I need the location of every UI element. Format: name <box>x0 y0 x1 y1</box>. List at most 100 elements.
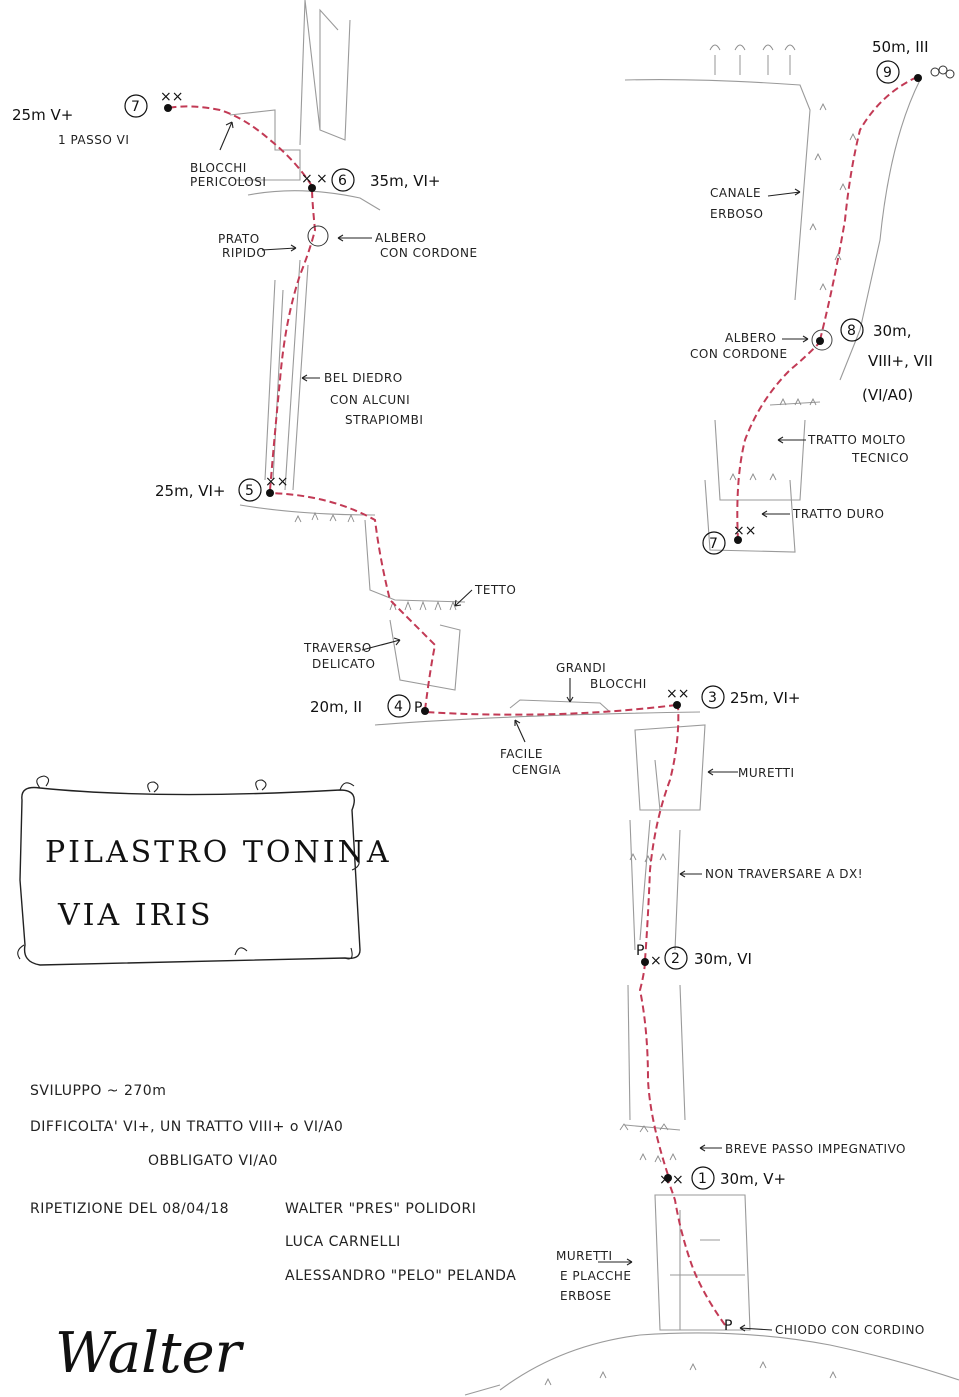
belay-number-5: 5 <box>245 483 254 499</box>
note-tratto-duro: TRATTO DURO <box>792 507 884 521</box>
belay-label-2: 30m, VI <box>694 950 752 968</box>
belay-label-8: 30m, <box>873 322 911 340</box>
bolt-mark: ×× <box>265 474 288 490</box>
note-diedro-3: STRAPIOMBI <box>345 413 423 427</box>
note-albero-top-2: CON CORDONE <box>380 246 478 260</box>
bolt-mark: × <box>650 953 662 969</box>
bolt-mark: × <box>659 1172 671 1188</box>
belay-number-6: 6 <box>338 173 347 189</box>
note-prato-2: RIPIDO <box>222 246 266 260</box>
belay-number-7b: 7 <box>709 536 718 552</box>
belay-label-3: 25m, VI+ <box>730 689 801 707</box>
author-signature: Walter <box>55 1321 245 1386</box>
note-chiodo: CHIODO CON CORDINO <box>775 1323 925 1337</box>
note-albero-top-1: ALBERO <box>375 231 427 245</box>
belay-number-8: 8 <box>847 323 856 339</box>
note-blocchi-1: BLOCCHI <box>190 161 247 175</box>
info-climber-2: LUCA CARNELLI <box>285 1234 401 1250</box>
bolt-mark: ×× <box>160 89 183 105</box>
route-info: SVILUPPO ~ 270m DIFFICOLTA' VI+, UN TRAT… <box>30 1083 516 1284</box>
note-muretti-placche-3: ERBOSE <box>560 1289 612 1303</box>
belay-markers: × × 1 30m, V+ P × 2 30m, VI ×× 3 25m, VI… <box>12 38 955 1334</box>
note-breve-passo: BREVE PASSO IMPEGNATIVO <box>725 1142 906 1156</box>
info-obbligato: OBBLIGATO VI/A0 <box>148 1153 278 1169</box>
belay-number-2: 2 <box>671 951 680 967</box>
belay-circle-5 <box>238 478 262 502</box>
belay-circle-6 <box>331 168 355 192</box>
belay-dot-1 <box>664 1174 672 1182</box>
note-grandi-1: GRANDI <box>556 661 606 675</box>
rock-outlines <box>229 0 959 1396</box>
tree-ring <box>811 329 833 351</box>
belay-circle-8 <box>840 318 864 342</box>
belay-sub-8: VIII+, VII <box>868 352 933 370</box>
note-prato-1: PRATO <box>218 232 260 246</box>
belay-circle-7 <box>124 94 148 118</box>
title-box: PILASTRO TONINA VIA IRIS <box>17 775 392 966</box>
note-non-traversare: NON TRAVERSARE A DX! <box>705 867 863 881</box>
note-diedro-2: CON ALCUNI <box>330 393 410 407</box>
belay-label-9: 50m, III <box>872 38 929 56</box>
piton-mark: P <box>414 700 422 716</box>
belay-dot-4 <box>421 707 429 715</box>
note-canale-2: ERBOSO <box>710 207 763 221</box>
belay-circle-3 <box>701 685 725 709</box>
note-tecnico-1: TRATTO MOLTO <box>807 433 906 447</box>
belay-dot-3 <box>673 701 681 709</box>
info-climber-3: ALESSANDRO "PELO" PELANDA <box>285 1268 516 1284</box>
belay-circle-9 <box>876 60 900 84</box>
info-sviluppo: SVILUPPO ~ 270m <box>30 1083 166 1099</box>
note-blocchi-2: PERICOLOSI <box>190 175 266 189</box>
info-climber-1: WALTER "PRES" POLIDORI <box>285 1201 476 1217</box>
belay-number-1: 1 <box>698 1171 707 1187</box>
note-canale-1: CANALE <box>710 186 761 200</box>
bolt-mark: × <box>316 171 328 187</box>
belay-label-4: 20m, II <box>310 698 362 716</box>
note-diedro-1: BEL DIEDRO <box>324 371 403 385</box>
belay-label-5: 25m, VI+ <box>155 482 226 500</box>
note-grandi-2: BLOCCHI <box>590 677 647 691</box>
note-cengia-2: CENGIA <box>512 763 561 777</box>
bolt-mark: × <box>301 171 313 187</box>
route-notes: BLOCCHI PERICOLOSI PRATO RIPIDO ALBERO C… <box>190 121 925 1337</box>
belay-circle-1 <box>691 1166 715 1190</box>
grass-tufts <box>294 44 857 1386</box>
note-tecnico-2: TECNICO <box>851 451 909 465</box>
note-traverso-1: TRAVERSO <box>303 641 372 655</box>
piton-mark: P <box>636 943 644 959</box>
belay-circle-4 <box>387 694 411 718</box>
route-title-line1: PILASTRO TONINA <box>45 835 392 870</box>
bolt-mark: ×× <box>733 523 756 539</box>
belay-dot-9 <box>914 74 922 82</box>
bolt-mark: ×× <box>666 686 689 702</box>
info-ripetizione: RIPETIZIONE DEL 08/04/18 <box>30 1201 229 1217</box>
belay-dot-6 <box>308 184 316 192</box>
route-title-line2: VIA IRIS <box>57 898 214 933</box>
note-muretti-placche-1: MURETTI <box>556 1249 613 1263</box>
belay-label-6: 35m, VI+ <box>370 172 441 190</box>
note-albero-right-1: ALBERO <box>725 331 777 345</box>
note-muretti: MURETTI <box>738 766 795 780</box>
belay-sub2-8: (VI/A0) <box>862 386 913 404</box>
bolt-mark: × <box>672 1172 684 1188</box>
belay-sub-7: 1 PASSO VI <box>58 133 129 147</box>
belay-number-9: 9 <box>883 65 892 81</box>
route-line <box>167 77 916 1326</box>
belay-circle-7b <box>702 531 726 555</box>
belay-number-7: 7 <box>131 99 140 115</box>
belay-dot-5 <box>266 489 274 497</box>
note-albero-right-2: CON CORDONE <box>690 347 788 361</box>
note-cengia-1: FACILE <box>500 747 543 761</box>
belay-dot-2 <box>641 958 649 966</box>
belay-label-7: 25m V+ <box>12 106 73 124</box>
start-piton-mark: P <box>724 1318 732 1334</box>
belay-number-4: 4 <box>394 699 403 715</box>
belay-dot-7 <box>164 104 172 112</box>
info-difficolta: DIFFICOLTA' VI+, UN TRATTO VIII+ o VI/A0 <box>30 1119 343 1135</box>
note-muretti-placche-2: E PLACCHE <box>560 1269 631 1283</box>
belay-label-1: 30m, V+ <box>720 1170 786 1188</box>
belay-dot-8 <box>816 337 824 345</box>
note-traverso-2: DELICATO <box>312 657 375 671</box>
belay-circle-2 <box>664 946 688 970</box>
